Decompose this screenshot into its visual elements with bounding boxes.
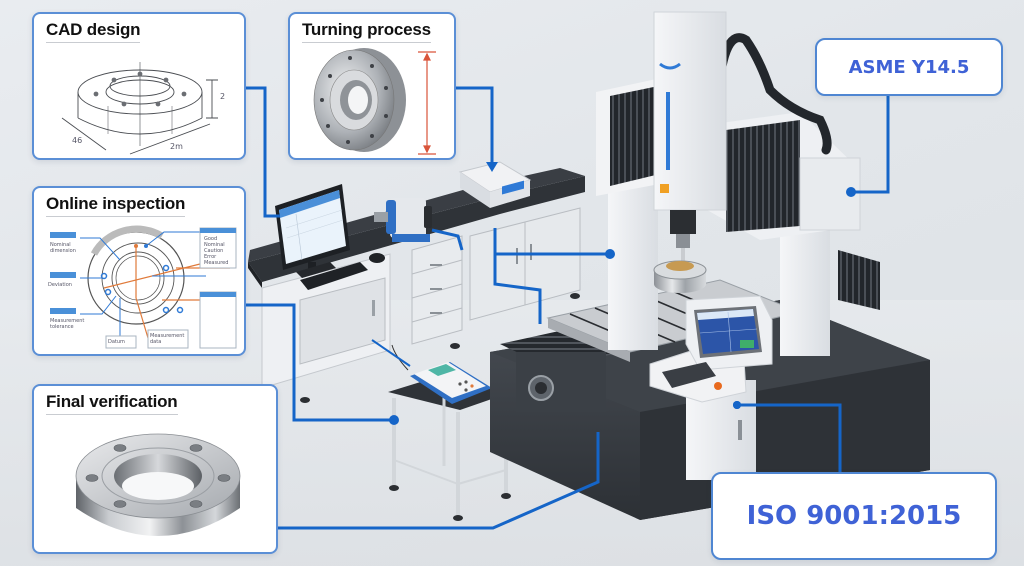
turned-part-illustration (313, 48, 436, 155)
legend-item: Nominal (204, 242, 225, 248)
cad-dimension-height: 2 (220, 92, 226, 101)
connector-iso (737, 403, 842, 472)
inspection-diagram (50, 225, 237, 349)
finished-flange-illustration (75, 433, 241, 536)
panel-cad-design: CAD design 2 46 2m (32, 12, 246, 160)
inspection-legend: Good Nominal Caution Error Measured (204, 236, 228, 266)
keyboard (300, 262, 368, 290)
panel-title-turning: Turning process (302, 20, 431, 43)
cad-drawing-illustration (61, 62, 218, 155)
connector-controller (371, 339, 411, 367)
annotation-tolerance: Measurement tolerance (50, 318, 85, 330)
connector-lathe (431, 228, 464, 251)
panel-title-cad: CAD design (46, 20, 141, 43)
legend-item: Good (204, 236, 218, 242)
panel-title-inspection: Online inspection (46, 194, 185, 217)
cad-dimension-depth: 46 (72, 136, 83, 145)
panel-online-inspection: Online inspection Nominal dimension Devi… (32, 186, 246, 356)
connector-inspection (246, 303, 394, 422)
panel-turning-process: Turning process (288, 12, 456, 160)
connector-turning (456, 86, 494, 168)
connector-bench-base (493, 254, 542, 324)
connector-dots (389, 162, 856, 425)
annotation-measurement-data: Measurement data (150, 333, 185, 345)
handheld-controller (391, 344, 492, 404)
digital-gauge (458, 161, 532, 208)
connector-final (278, 432, 600, 530)
asme-standard-badge: ASME Y14.5 (815, 38, 1003, 96)
workstation-monitor (275, 184, 350, 278)
legend-item: Measured (204, 260, 229, 266)
panel-title-final: Final verification (46, 392, 178, 415)
panel-final-verification: Final verification (32, 384, 278, 554)
connector-lines (246, 86, 890, 530)
iso-standard-badge: ISO 9001:2015 (711, 472, 997, 560)
cad-dimension-width: 2m (170, 142, 183, 151)
connector-asme (851, 96, 890, 194)
legend-item: Error (204, 254, 217, 260)
legend-item: Caution (204, 248, 224, 254)
annotation-datum: Datum (108, 339, 125, 345)
mouse (369, 253, 385, 263)
annotation-nominal: Nominal dimension (50, 242, 76, 254)
annotation-deviation: Deviation (48, 282, 72, 288)
lathe-spindle (374, 198, 432, 242)
control-console (649, 295, 773, 480)
connector-cad (246, 86, 280, 218)
